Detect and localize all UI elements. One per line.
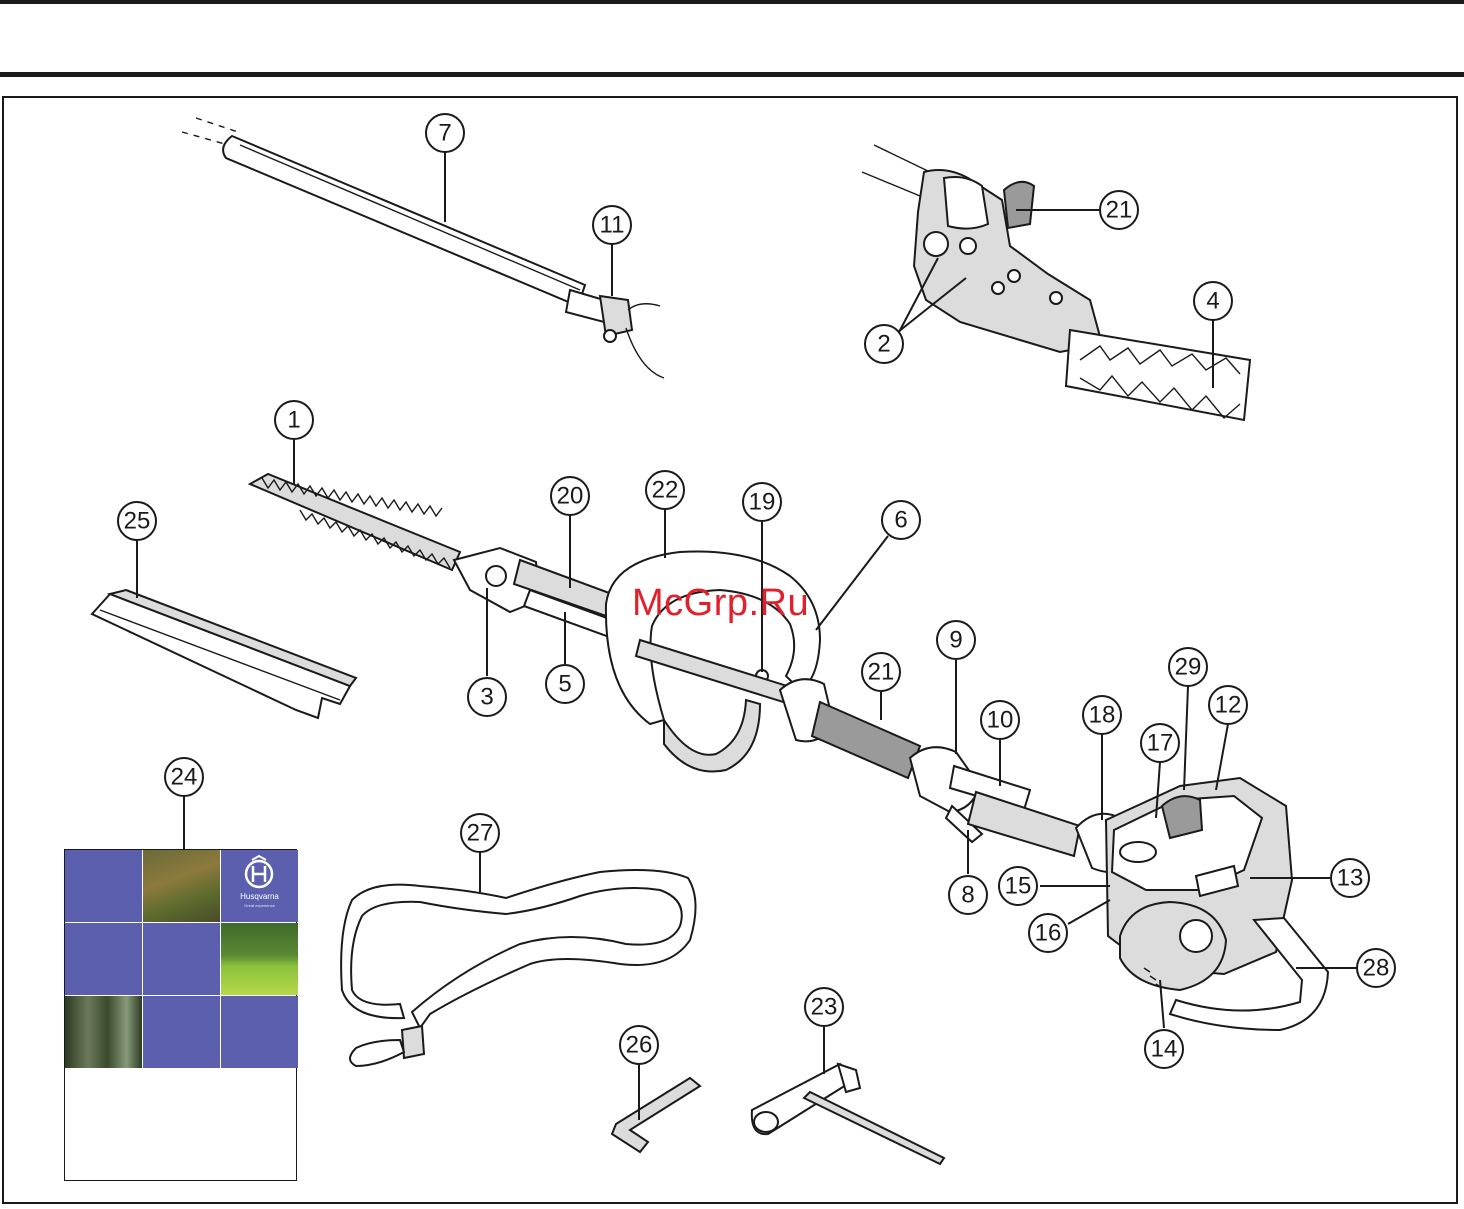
callout-6: 6 (882, 501, 920, 539)
manual-brand-name: Husqvarna (221, 892, 298, 901)
svg-text:4: 4 (1206, 288, 1219, 315)
svg-text:15: 15 (1005, 873, 1032, 900)
svg-text:18: 18 (1089, 702, 1116, 729)
callout-21-head: 21 (1100, 191, 1138, 229)
callout-1: 1 (275, 401, 313, 439)
svg-text:10: 10 (987, 707, 1014, 734)
svg-text:13: 13 (1337, 865, 1364, 892)
svg-text:5: 5 (558, 671, 571, 698)
svg-text:6: 6 (894, 507, 907, 534)
svg-text:17: 17 (1147, 730, 1174, 757)
svg-text:21: 21 (868, 659, 895, 686)
extension-shaft (182, 118, 664, 378)
svg-text:16: 16 (1035, 920, 1062, 947)
manual-tagline: Great experience (221, 903, 298, 908)
callout-20: 20 (551, 477, 589, 515)
callout-5: 5 (546, 665, 584, 703)
svg-text:14: 14 (1151, 1036, 1178, 1063)
svg-text:8: 8 (961, 882, 974, 909)
main-shaft (636, 640, 1080, 856)
manual-tile (143, 923, 220, 995)
callout-19: 19 (743, 483, 781, 521)
callout-7: 7 (426, 114, 464, 152)
svg-text:19: 19 (749, 489, 776, 516)
allen-key (612, 1078, 700, 1152)
callout-15: 15 (999, 867, 1037, 905)
trimmer-head-detail (862, 145, 1250, 420)
svg-text:9: 9 (949, 627, 962, 654)
manual-tile (221, 996, 298, 1068)
manual-photo-leaves (143, 850, 220, 922)
callout-13: 13 (1331, 859, 1369, 897)
svg-text:1: 1 (287, 407, 300, 434)
callout-12: 12 (1209, 686, 1247, 724)
svg-text:22: 22 (652, 477, 679, 504)
watermark: McGrp.Ru (632, 582, 809, 625)
husqvarna-logo-icon (221, 850, 298, 922)
manual-tile (65, 923, 142, 995)
callout-3: 3 (468, 678, 506, 716)
svg-text:21: 21 (1106, 197, 1133, 224)
callout-17: 17 (1141, 724, 1179, 762)
svg-text:26: 26 (626, 1032, 653, 1059)
blade-guard (92, 590, 356, 718)
svg-text:12: 12 (1215, 692, 1242, 719)
callout-24: 24 (165, 758, 203, 796)
svg-text:2: 2 (877, 331, 890, 358)
callout-11: 11 (593, 206, 631, 244)
svg-text:29: 29 (1175, 654, 1202, 681)
callout-21-shaft: 21 (862, 653, 900, 691)
engine-unit (1076, 778, 1328, 1030)
callout-4: 4 (1194, 282, 1232, 320)
callout-28: 28 (1357, 949, 1395, 987)
callout-29: 29 (1169, 648, 1207, 686)
callout-22: 22 (646, 471, 684, 509)
svg-text:24: 24 (171, 764, 198, 791)
svg-text:20: 20 (557, 483, 584, 510)
callout-27: 27 (461, 814, 499, 852)
svg-text:11: 11 (600, 212, 625, 239)
manual-tile (65, 850, 142, 922)
operators-manual: Husqvarna Great experience (64, 849, 297, 1181)
callout-8: 8 (949, 876, 987, 914)
manual-photo-forest (65, 996, 142, 1068)
svg-text:23: 23 (811, 994, 838, 1021)
manual-tile (143, 996, 220, 1068)
svg-text:27: 27 (467, 820, 494, 847)
callout-10: 10 (981, 701, 1019, 739)
manual-photo-lawn (221, 923, 298, 995)
callout-18: 18 (1083, 696, 1121, 734)
manual-tile: Husqvarna Great experience (221, 850, 298, 922)
svg-text:25: 25 (124, 508, 151, 535)
callout-9: 9 (937, 621, 975, 659)
svg-text:28: 28 (1363, 955, 1390, 982)
svg-text:7: 7 (438, 120, 451, 147)
callout-26: 26 (620, 1026, 658, 1064)
svg-text:3: 3 (480, 684, 493, 711)
callout-2: 2 (865, 325, 903, 363)
callout-14: 14 (1145, 1030, 1183, 1068)
callout-25: 25 (118, 502, 156, 540)
callout-16: 16 (1029, 914, 1067, 952)
combination-spanner (752, 1064, 944, 1164)
callout-23: 23 (805, 988, 843, 1026)
